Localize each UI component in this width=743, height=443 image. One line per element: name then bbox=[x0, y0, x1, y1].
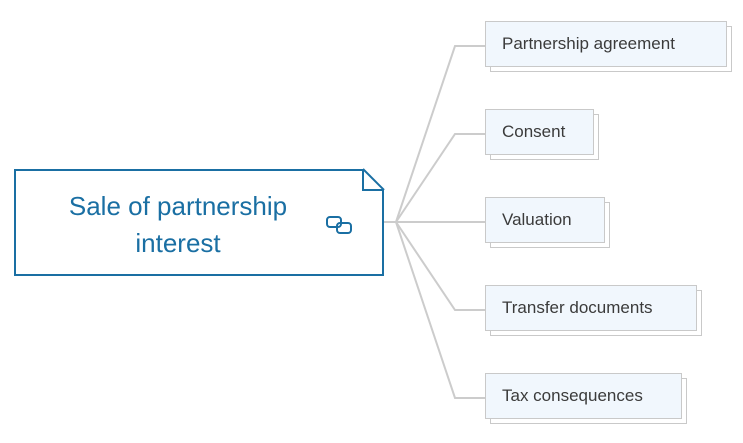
connector-consent bbox=[395, 133, 486, 223]
connector-tax-consequences bbox=[395, 221, 486, 399]
topic-valuation[interactable]: Valuation bbox=[485, 197, 610, 248]
topic-label: Transfer documents bbox=[502, 298, 653, 317]
topic-tax-consequences[interactable]: Tax consequences bbox=[485, 373, 687, 424]
topic-consent[interactable]: Consent bbox=[485, 109, 599, 160]
topic-label: Partnership agreement bbox=[502, 34, 675, 53]
topic-card bbox=[485, 21, 727, 67]
topic-card bbox=[485, 197, 605, 243]
root-topic[interactable]: Sale of partnership interest bbox=[14, 169, 384, 276]
connector-transfer-documents bbox=[395, 221, 486, 311]
topic-label: Tax consequences bbox=[502, 386, 643, 405]
topic-card bbox=[485, 285, 697, 331]
topic-card bbox=[485, 373, 682, 419]
topic-transfer-documents[interactable]: Transfer documents bbox=[485, 285, 702, 336]
connector-partnership-agreement bbox=[395, 45, 486, 223]
root-topic-title: Sale of partnership interest bbox=[68, 191, 288, 258]
link-icon[interactable] bbox=[325, 214, 355, 236]
topic-label: Valuation bbox=[502, 210, 572, 229]
topic-card bbox=[485, 109, 594, 155]
topic-partnership-agreement[interactable]: Partnership agreement bbox=[485, 21, 732, 72]
topic-label: Consent bbox=[502, 122, 566, 141]
